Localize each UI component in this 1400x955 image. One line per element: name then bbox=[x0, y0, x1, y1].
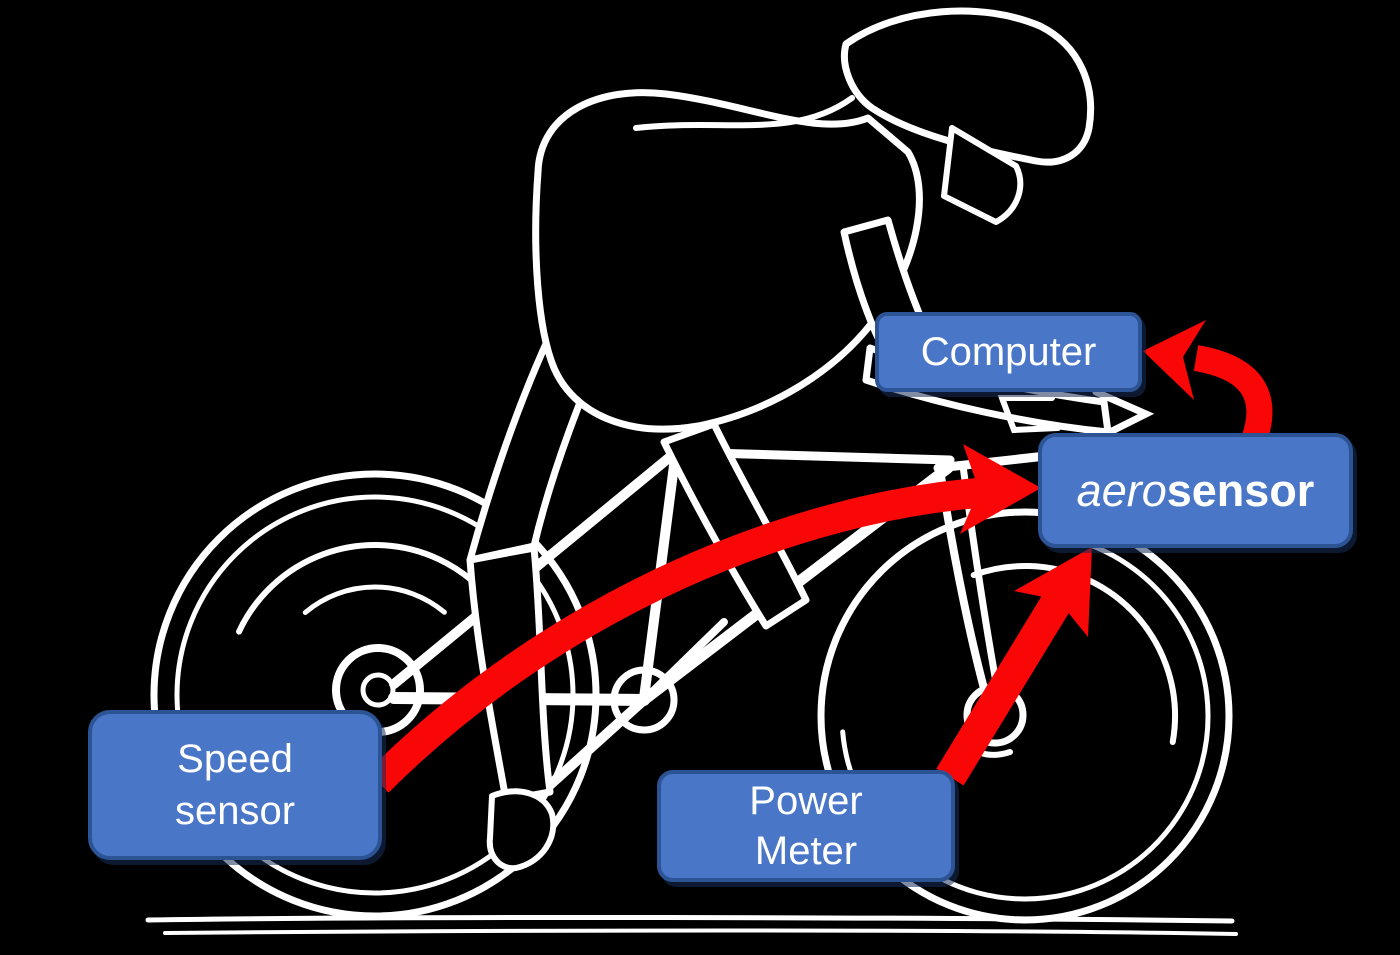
aero-helmet bbox=[841, 7, 1095, 166]
node-computer: Computer bbox=[875, 312, 1142, 392]
aerosensor-label-bold-part: sensor bbox=[1166, 464, 1315, 516]
shoe bbox=[486, 788, 557, 872]
arrow-aerosensor-to-computer bbox=[1143, 320, 1273, 445]
arrow-power-meter-to-aerosensor bbox=[936, 547, 1092, 786]
hand-chevron bbox=[1092, 388, 1155, 442]
ground-line bbox=[145, 914, 1238, 936]
aerosensor-label-italic-part: aero bbox=[1076, 464, 1167, 516]
node-aerosensor-label: aerosensor bbox=[1077, 465, 1315, 517]
crank bbox=[610, 666, 678, 734]
face bbox=[941, 125, 1024, 225]
arrow-speed-sensor-to-aerosensor bbox=[367, 444, 1041, 793]
speed-sensor-label-line1: Speed bbox=[177, 737, 293, 781]
back-streamline bbox=[633, 95, 855, 131]
rear-leg bbox=[660, 420, 810, 630]
node-aerosensor: aerosensor bbox=[1038, 433, 1353, 548]
node-power-meter: Power Meter bbox=[657, 770, 955, 882]
node-computer-label: Computer bbox=[920, 329, 1097, 374]
node-speed-sensor: Speed sensor bbox=[88, 710, 382, 860]
power-meter-label-line2: Meter bbox=[754, 829, 858, 873]
power-meter-label-line1: Power bbox=[749, 779, 863, 823]
speed-sensor-label-line2: sensor bbox=[174, 789, 296, 833]
